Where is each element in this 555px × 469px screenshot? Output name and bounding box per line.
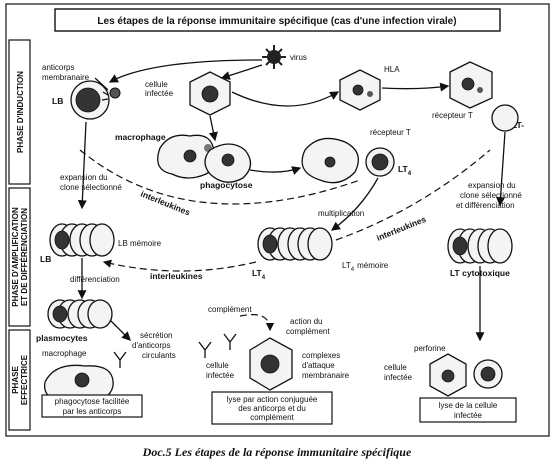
pointer-line bbox=[94, 77, 109, 91]
lyse-cellule-line-1: lyse de la cellule bbox=[439, 401, 498, 410]
arrow-lb-expansion bbox=[77, 121, 87, 210]
hla-cell bbox=[339, 69, 381, 111]
phagocytose-cell bbox=[204, 143, 252, 183]
phase-induction-label: PHASE D'INDUCTION bbox=[16, 71, 25, 153]
lyse-conjuguee-line-1: lyse par action conjuguée bbox=[227, 395, 318, 404]
title-box bbox=[54, 8, 501, 32]
recepteur-t-label: récepteur T bbox=[370, 128, 411, 137]
phagocytose-facilitee-line-1: phagocytose facilitée bbox=[55, 397, 130, 406]
anticorps-membranaire-label-2: membranaire bbox=[42, 73, 90, 82]
lb-cell bbox=[70, 80, 121, 120]
differenciation-label: différenciation bbox=[70, 275, 120, 284]
hla-label: HLA bbox=[384, 65, 400, 74]
cellule-infectee-lt-label-1: cellule bbox=[384, 363, 407, 372]
expansion-right-label-1: expansion du bbox=[468, 181, 516, 190]
lyse-cellule-box bbox=[419, 397, 517, 423]
phase-effectrice-box bbox=[8, 329, 31, 431]
complexes-label-3: membranaire bbox=[302, 371, 350, 380]
cellule-infectee-label-1: cellule bbox=[145, 80, 168, 89]
figure-caption: Doc.5 Les étapes de la réponse immunitai… bbox=[142, 445, 412, 459]
phagocytose-facilitee-box bbox=[41, 394, 143, 418]
infected-cell bbox=[189, 71, 231, 116]
expansion-left-label-2: clone sélectionné bbox=[60, 183, 122, 192]
lysis-cells bbox=[429, 353, 503, 397]
lyse-conjuguee-line-3: complément bbox=[250, 413, 294, 422]
lt-cytotoxique-stack bbox=[447, 228, 513, 264]
antibody-icons bbox=[113, 333, 237, 368]
anticorps-membranaire-label-1: anticorps bbox=[42, 63, 74, 72]
plasmocytes-stack bbox=[47, 299, 113, 329]
arrow-virus-to-cell bbox=[220, 64, 263, 80]
macrophage-eff-label: macrophage bbox=[42, 349, 87, 358]
arrow-cell-to-hla bbox=[231, 91, 340, 107]
lt4-clone-stack bbox=[257, 227, 333, 261]
arrow-hla-to-receptor bbox=[381, 82, 450, 92]
interleukines-right-label: interleukines bbox=[375, 214, 428, 243]
cellule-infectee-eff-label-1: cellule bbox=[206, 361, 229, 370]
complement-label: complément bbox=[208, 305, 252, 314]
plasmocytes-label: plasmocytes bbox=[36, 333, 88, 343]
lt-minus-cell bbox=[491, 104, 519, 132]
action-complement-label-2: complément bbox=[286, 327, 330, 336]
virus-icon bbox=[262, 45, 286, 69]
expansion-right-label-3: et différenciation bbox=[456, 201, 515, 210]
arrow-phago-to-presenting bbox=[249, 166, 302, 175]
macrophage-label: macrophage bbox=[115, 132, 166, 142]
cellule-infectee-eff-label-2: infectée bbox=[206, 371, 235, 380]
presenting-cell bbox=[301, 137, 359, 184]
arrow-virus-to-lb bbox=[108, 59, 263, 83]
lyse-conjuguee-box bbox=[211, 391, 333, 425]
lt4-label: LT4 bbox=[398, 164, 412, 177]
dashed-complement-arrow bbox=[239, 314, 275, 332]
arrow-multiplication bbox=[330, 177, 379, 231]
phagocytose-facilitee-line-2: par les anticorps bbox=[63, 407, 122, 416]
phase-amplification-label-2: ET DE DIFFÉRENCIATION bbox=[20, 208, 29, 306]
secretion-label-3: circulants bbox=[142, 351, 176, 360]
phase-effectrice-label-2: EFFECTRICE bbox=[20, 354, 29, 405]
secretion-label-1: sécrétion bbox=[140, 331, 172, 340]
complexes-label-1: complexes bbox=[302, 351, 340, 360]
dashed-interleukines-left bbox=[79, 149, 361, 205]
dashed-interleukines-right bbox=[335, 149, 491, 241]
arrow-lt-expansion bbox=[495, 131, 506, 207]
phase-amplification-box bbox=[8, 187, 31, 327]
interleukines-bottom-label: interleukines bbox=[150, 271, 203, 281]
lb-memoire-label: LB mémoire bbox=[118, 239, 162, 248]
complexes-label-2: d'attaque bbox=[302, 361, 335, 370]
lt4-bottom-label: LT4 bbox=[252, 268, 266, 281]
lt4-cell bbox=[365, 147, 395, 177]
recepteur-t-cell bbox=[449, 61, 493, 109]
multiplication-label: multiplication bbox=[318, 209, 364, 218]
lyse-cellule-line-2: infectée bbox=[454, 411, 483, 420]
cellule-infectee-label-2: infectée bbox=[145, 89, 174, 98]
cellule-infectee-lt-label-2: infectée bbox=[384, 373, 413, 382]
recepteur-t-top-label: récepteur T bbox=[432, 111, 473, 120]
expansion-right-label-2: clone sélectionné bbox=[460, 191, 522, 200]
interleukines-left-label: interleukines bbox=[139, 189, 192, 218]
lt-minus-label: LT- bbox=[512, 120, 524, 130]
phase-effectrice-label-1: PHASE bbox=[11, 366, 20, 394]
perforine-label: perforine bbox=[414, 344, 446, 353]
arrow-cell-to-macrophage bbox=[208, 115, 218, 142]
phase-amplification-label-1: PHASE D'AMPLIFICATION bbox=[11, 207, 20, 307]
infected-cell-complement bbox=[249, 337, 293, 391]
lb-amp-label: LB bbox=[40, 254, 51, 264]
outer-frame bbox=[5, 3, 550, 437]
phagocytose-label: phagocytose bbox=[200, 180, 253, 190]
lyse-conjuguee-line-2: des anticorps et du bbox=[238, 404, 306, 413]
dashed-interleukines-bottom bbox=[102, 259, 257, 272]
arrow-secretion bbox=[109, 319, 131, 341]
lb-label: LB bbox=[52, 96, 63, 106]
diagram-title: Les étapes de la réponse immunitaire spé… bbox=[97, 16, 456, 27]
secretion-label-2: d'anticorps bbox=[132, 341, 170, 350]
phase-induction-box bbox=[8, 39, 31, 185]
action-complement-label-1: action du bbox=[290, 317, 322, 326]
lb-clone-stack bbox=[49, 223, 115, 257]
virus-label: virus bbox=[290, 53, 307, 62]
